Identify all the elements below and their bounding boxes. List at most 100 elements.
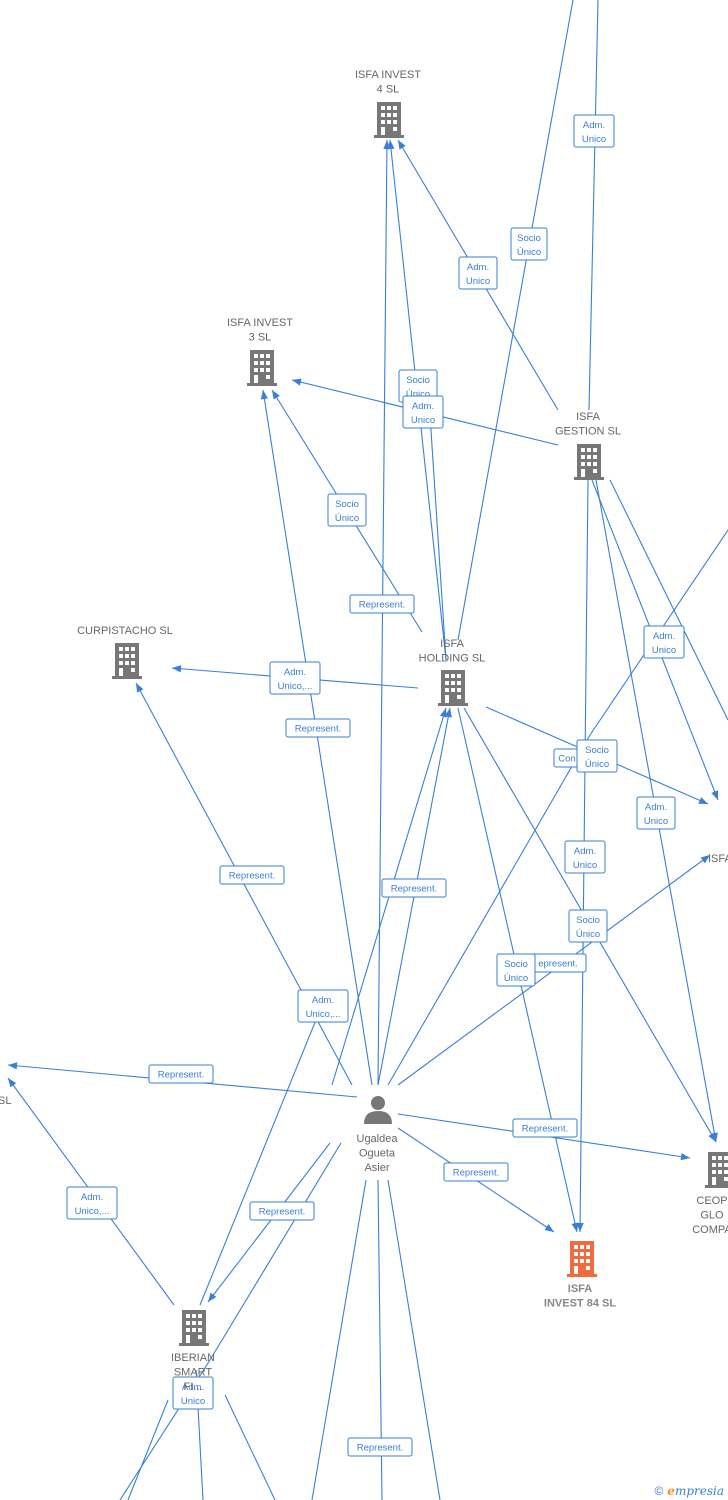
edge-label-box bbox=[576, 739, 618, 773]
edge-label-text: Adm. bbox=[653, 631, 675, 642]
edge-label-text: Adm. bbox=[574, 846, 596, 857]
edge-label-box bbox=[568, 909, 608, 943]
edge-label-l16[interactable]: Represent. bbox=[381, 878, 447, 898]
edge-label-l1[interactable]: Adm.Unico bbox=[573, 114, 615, 148]
edge-label-text: Unico bbox=[652, 645, 676, 656]
edge-label-box bbox=[269, 661, 321, 695]
edge-label-l21[interactable]: Represent. bbox=[148, 1064, 214, 1084]
relation-edge bbox=[387, 1179, 441, 1500]
edge-arrowhead bbox=[444, 708, 452, 718]
edge-label-l22[interactable]: Represent. bbox=[512, 1118, 578, 1138]
edge-arrowhead bbox=[398, 140, 406, 150]
node-label: Ogueta bbox=[359, 1148, 396, 1160]
edge-arrowhead bbox=[576, 1222, 584, 1232]
node-sl-left[interactable]: SL bbox=[0, 1095, 11, 1107]
relation-edge bbox=[609, 479, 728, 721]
edge-label-box bbox=[443, 1162, 509, 1182]
edge-label-box bbox=[148, 1064, 214, 1084]
edge-label-l3[interactable]: Adm.Unico bbox=[458, 256, 498, 290]
edge-arrowhead bbox=[711, 790, 719, 800]
building-icon bbox=[705, 1152, 728, 1188]
edge-label-text: Socio bbox=[576, 915, 600, 926]
edge-label-l11[interactable]: Con bbox=[553, 748, 581, 768]
edge-label-l13[interactable]: Adm.Unico bbox=[636, 796, 676, 830]
edge-label-l24[interactable]: Adm.Unico,... bbox=[66, 1186, 118, 1220]
edge-label-box bbox=[172, 1376, 214, 1410]
edge-label-text: Represent. bbox=[357, 1443, 403, 1454]
edge-label-text: Represent. bbox=[391, 884, 437, 895]
brand-logo-e: e bbox=[667, 1484, 675, 1498]
edge-label-text: Socio bbox=[517, 233, 541, 244]
edge-label-l25[interactable]: Represent. bbox=[249, 1201, 315, 1221]
edge-label-l9[interactable]: Represent. bbox=[285, 718, 351, 738]
edge-arrowhead bbox=[700, 855, 710, 864]
relation-edge bbox=[311, 1179, 367, 1500]
edge-label-text: Socio bbox=[504, 959, 528, 970]
edge-label-text: Adm. bbox=[583, 120, 605, 131]
node-curpistacho[interactable]: CURPISTACHO SL bbox=[77, 625, 173, 679]
node-label: CURPISTACHO SL bbox=[77, 625, 173, 637]
node-label: FI... bbox=[184, 1381, 203, 1393]
edge-label-text: Unico bbox=[644, 816, 668, 827]
edge-arrowhead bbox=[439, 708, 447, 718]
empresia-brand[interactable]: ©empresia bbox=[654, 1484, 724, 1498]
edge-label-l20[interactable]: Adm.Unico,... bbox=[297, 989, 349, 1023]
edge-label-l7[interactable]: Represent. bbox=[349, 594, 415, 614]
edge-label-box bbox=[510, 227, 548, 261]
edge-label-text: Represent. bbox=[359, 600, 405, 611]
edge-label-l27[interactable]: Represent. bbox=[347, 1437, 413, 1457]
edge-label-l5[interactable]: Adm.Unico bbox=[402, 395, 444, 429]
edge-label-l18[interactable]: epresent. bbox=[529, 953, 587, 973]
edge-label-text: Represent. bbox=[259, 1207, 305, 1218]
node-label: ISFA bbox=[576, 411, 601, 423]
edge-arrowhead bbox=[136, 683, 144, 693]
edge-label-l14[interactable]: Adm.Unico bbox=[564, 840, 606, 874]
building-icon bbox=[374, 102, 404, 138]
edge-label-l8[interactable]: Adm.Unico,... bbox=[269, 661, 321, 695]
edge-label-box bbox=[347, 1437, 413, 1457]
node-iberian[interactable]: IBERIANSMARTFI... bbox=[171, 1310, 215, 1393]
edge-label-text: Represent. bbox=[295, 724, 341, 735]
edge-label-text: Único bbox=[504, 973, 528, 984]
relation-edge bbox=[588, 0, 599, 411]
edge-label-box bbox=[643, 625, 685, 659]
node-label: ISFA bbox=[440, 638, 465, 650]
edge-label-box bbox=[512, 1118, 578, 1138]
edge-label-text: Con bbox=[558, 754, 575, 765]
edge-label-box bbox=[458, 256, 498, 290]
node-isfa-right[interactable]: ISFA bbox=[708, 853, 728, 865]
node-label: SMART bbox=[174, 1367, 213, 1379]
node-label: INVEST 84 SL bbox=[544, 1298, 616, 1310]
node-label: CEOP bbox=[696, 1195, 727, 1207]
edge-label-box bbox=[219, 865, 285, 885]
brand-name: mpresia bbox=[674, 1484, 724, 1498]
node-label: ISFA bbox=[708, 853, 728, 865]
edge-label-text: Único bbox=[576, 929, 600, 940]
edge-label-l10[interactable]: Adm. Unico bbox=[643, 625, 685, 659]
edge-label-l26[interactable]: Adm.Unico bbox=[172, 1376, 214, 1410]
edge-label-box bbox=[496, 953, 536, 987]
edge-label-l23[interactable]: Represent. bbox=[443, 1162, 509, 1182]
node-label: 4 SL bbox=[377, 84, 400, 96]
building-icon bbox=[247, 350, 277, 386]
edge-label-box bbox=[349, 594, 415, 614]
edge-label-text: Socio bbox=[406, 375, 430, 386]
edge-label-text: Adm. bbox=[81, 1192, 103, 1203]
edge-label-text: Único bbox=[406, 389, 430, 400]
edge-label-l15[interactable]: Represent. bbox=[219, 865, 285, 885]
building-icon bbox=[438, 670, 468, 706]
